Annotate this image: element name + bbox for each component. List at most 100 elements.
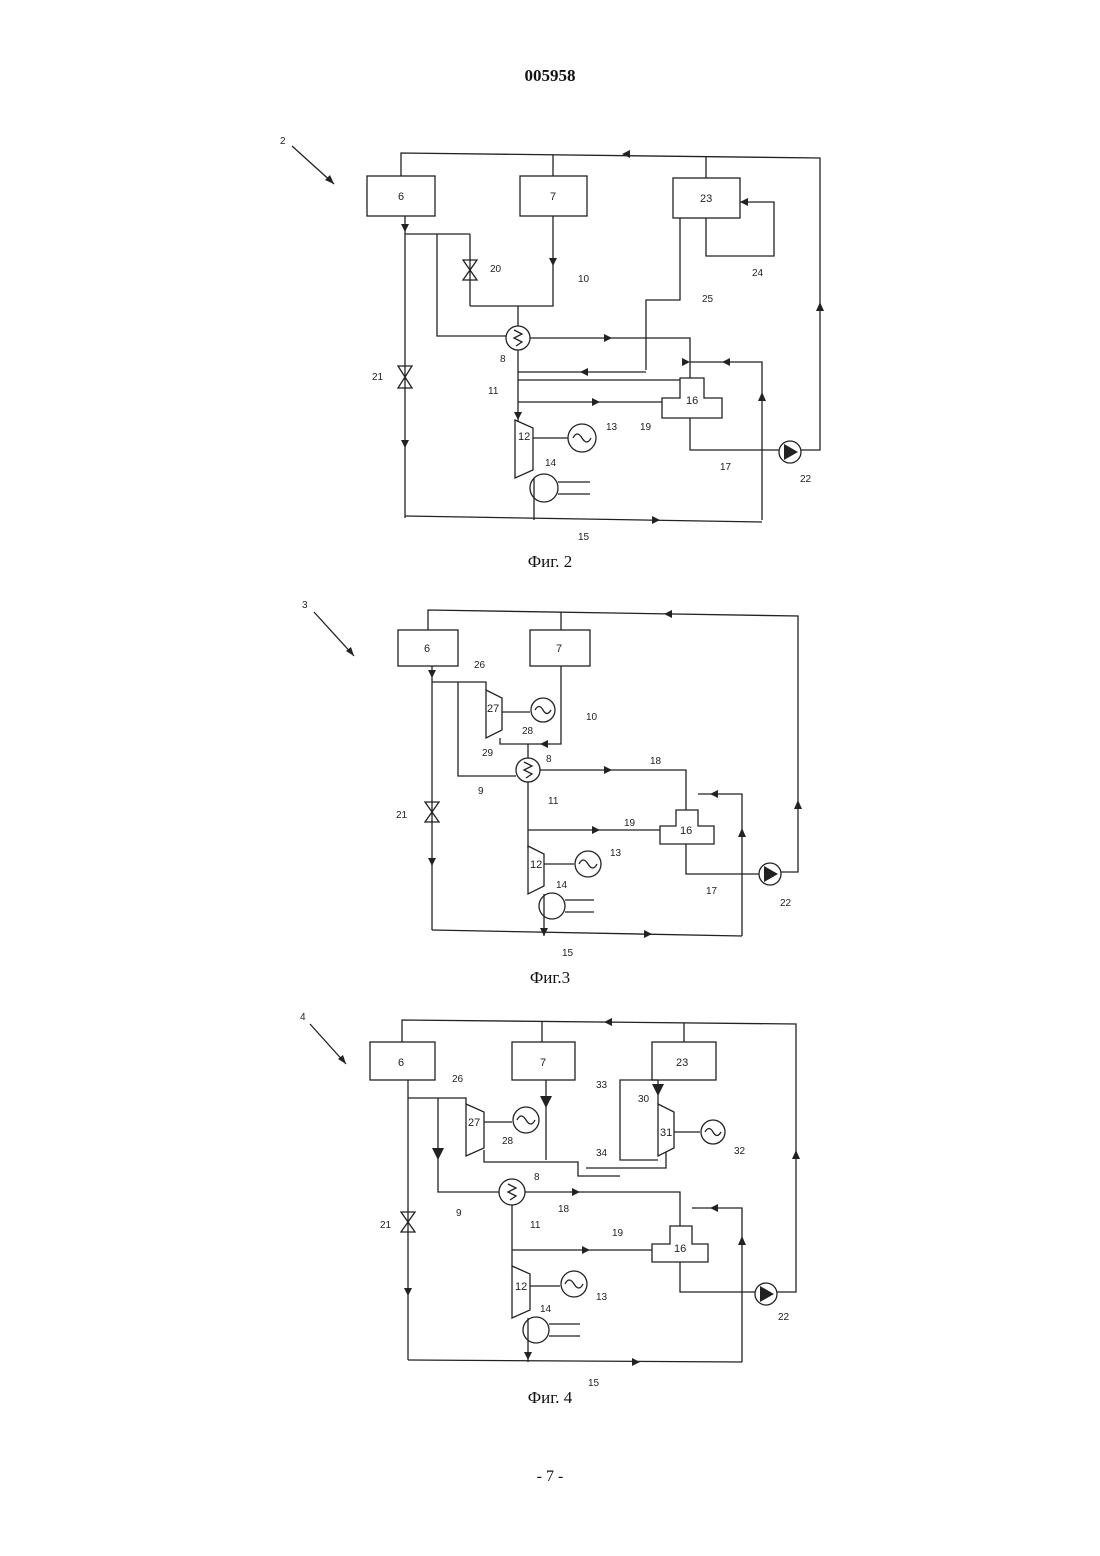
flow-arrow: [652, 516, 660, 524]
figure-3-caption: Фиг.3: [0, 968, 1100, 988]
block-27-label: 27: [487, 703, 499, 715]
block-12-label: 12: [530, 859, 542, 871]
label-10: 10: [586, 712, 598, 723]
label-14: 14: [540, 1304, 552, 1315]
flow-arrow: [740, 198, 748, 206]
block-16-label: 16: [674, 1243, 686, 1255]
flow-arrow: [664, 610, 672, 618]
flow-arrow: [632, 1358, 640, 1366]
line-17: [690, 418, 780, 450]
block-7-label: 7: [540, 1057, 546, 1069]
figure-ref-number: 2: [280, 136, 286, 147]
label-13: 13: [606, 422, 618, 433]
condenser-14: [539, 893, 565, 919]
flow-arrow: [792, 1150, 800, 1159]
flow-arrow: [622, 150, 630, 158]
block-7-label: 7: [556, 643, 562, 655]
block-7-label: 7: [550, 191, 556, 203]
heat-exchanger-8: [516, 758, 540, 782]
flow-arrow: [514, 412, 522, 420]
line-9: [437, 234, 506, 336]
figure-3-diagram: 3 6 7 21 26 27 28 10 29 9 8 18 11 19 16 …: [0, 590, 1100, 970]
line-pump-loop: [698, 794, 742, 936]
flow-arrow: [604, 334, 612, 342]
label-18: 18: [558, 1204, 570, 1215]
label-22: 22: [780, 898, 792, 909]
label-17: 17: [706, 886, 718, 897]
label-10: 10: [578, 274, 590, 285]
label-20: 20: [490, 264, 502, 275]
label-33: 33: [596, 1080, 608, 1091]
block-31-label: 31: [660, 1127, 672, 1139]
label-28: 28: [502, 1136, 514, 1147]
heat-exchanger-8: [506, 326, 530, 350]
block-23-label: 23: [700, 193, 712, 205]
figure-2-diagram: 2 6 7 23 24 21 20 10 8 25 11: [0, 0, 1100, 545]
flow-arrow: [738, 828, 746, 837]
label-13: 13: [596, 1292, 608, 1303]
label-24: 24: [752, 268, 764, 279]
block-23-label: 23: [676, 1057, 688, 1069]
label-11: 11: [548, 796, 559, 807]
heat-exchanger-8: [499, 1179, 525, 1205]
line-7-to-hx: [470, 216, 553, 306]
line-18: [540, 770, 686, 814]
label-8: 8: [534, 1172, 540, 1183]
flow-arrow: [794, 800, 802, 809]
flow-arrow: [549, 258, 557, 266]
flow-arrow: [592, 826, 600, 834]
flow-arrow: [652, 1084, 664, 1096]
flow-arrow: [428, 670, 436, 678]
line-17: [680, 1262, 756, 1292]
flow-arrow: [540, 1096, 552, 1108]
label-9: 9: [456, 1208, 462, 1219]
label-22: 22: [800, 474, 812, 485]
flow-arrow: [401, 224, 409, 232]
block-6-label: 6: [424, 643, 430, 655]
line-33: [620, 1080, 658, 1160]
page-number: - 7 -: [0, 1468, 1100, 1486]
flow-arrow: [404, 1288, 412, 1296]
flow-arrow: [428, 858, 436, 866]
label-32: 32: [734, 1146, 746, 1157]
label-15: 15: [562, 948, 574, 959]
label-21: 21: [380, 1220, 392, 1231]
label-14: 14: [545, 458, 557, 469]
label-19: 19: [640, 422, 652, 433]
flow-arrow: [816, 302, 824, 311]
label-13: 13: [610, 848, 622, 859]
flow-arrow: [572, 1188, 580, 1196]
block-16-label: 16: [686, 395, 698, 407]
top-return-line: [401, 153, 820, 450]
flow-arrow: [682, 358, 690, 366]
figure-4-caption: Фиг. 4: [0, 1388, 1100, 1408]
flow-arrow: [738, 1236, 746, 1245]
flow-arrow: [758, 392, 766, 401]
turbine-27: [466, 1104, 484, 1156]
label-26: 26: [474, 660, 486, 671]
line-18: [525, 1192, 680, 1230]
block-16-label: 16: [680, 825, 692, 837]
figure-2-caption: Фиг. 2: [0, 552, 1100, 572]
flow-arrow: [524, 1352, 532, 1360]
line-25: [646, 218, 680, 370]
label-8: 8: [500, 354, 506, 365]
label-22: 22: [778, 1312, 790, 1323]
line-18: [530, 338, 690, 384]
line-15: [432, 930, 742, 936]
line-26: [408, 1098, 466, 1104]
label-9: 9: [478, 786, 484, 797]
label-11: 11: [488, 386, 499, 397]
line-26: [432, 682, 486, 690]
label-19: 19: [612, 1228, 624, 1239]
label-29: 29: [482, 748, 494, 759]
label-14: 14: [556, 880, 568, 891]
flow-arrow: [582, 1246, 590, 1254]
label-11: 11: [530, 1220, 541, 1231]
block-6-label: 6: [398, 191, 404, 203]
flow-arrow: [604, 1018, 612, 1026]
figure-4-diagram: 4 6 7 23 21 26 27 28 9 33 30 31 32 34 8 …: [0, 1000, 1100, 1390]
flow-arrow: [604, 766, 612, 774]
label-21: 21: [372, 372, 384, 383]
label-21: 21: [396, 810, 408, 821]
